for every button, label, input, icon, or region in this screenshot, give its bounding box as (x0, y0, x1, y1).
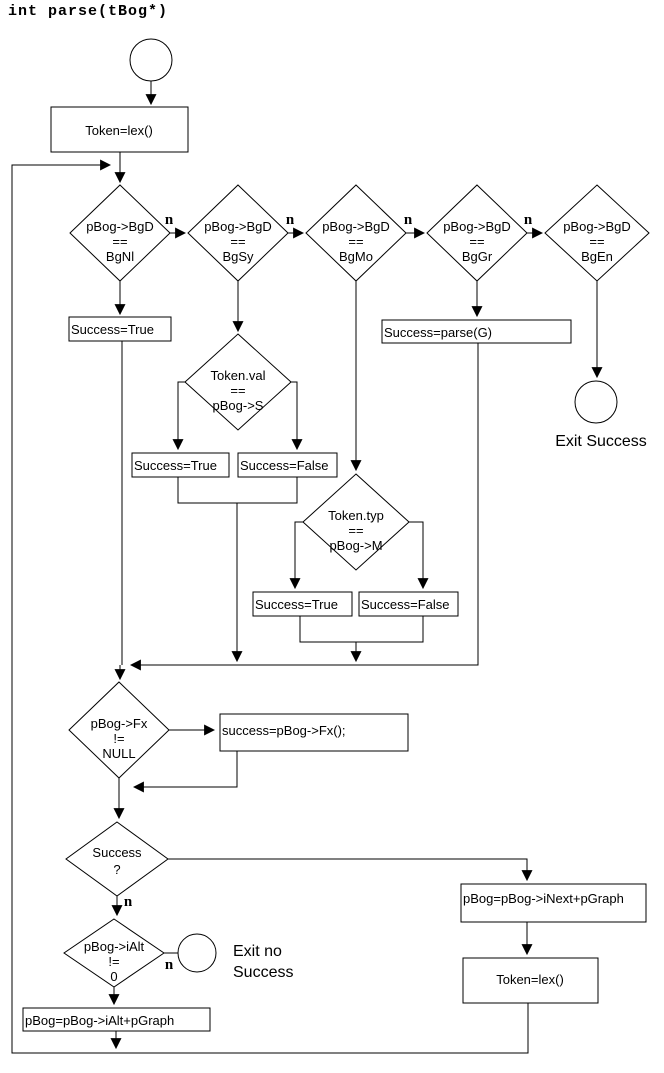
diamond-bgmo-line2: == (348, 234, 363, 249)
diamond-bggr (426, 184, 528, 282)
diamond-bgsy-line1: pBog->BgD (204, 219, 272, 234)
diamond-bggr-line1: pBog->BgD (443, 219, 511, 234)
edge-tokenval-boxes-merge (177, 477, 298, 504)
edge-tokentyp-boxes-merge (299, 616, 424, 643)
exit-no-success-label-line1: Exit no (233, 943, 282, 960)
diamond-bgen-line2: == (589, 234, 604, 249)
diamond-bgsy-line2: == (230, 234, 245, 249)
box-inext-pgraph-label: pBog=pBog->iNext+pGraph (463, 891, 624, 906)
node-labels: pBog->BgD == BgNl pBog->BgD == BgSy pBog… (25, 123, 647, 1028)
diamond-bgsy-line3: BgSy (222, 249, 254, 264)
box-tokentyp-true (252, 591, 353, 617)
diamond-fx-null (68, 681, 170, 779)
diamond-tokenval-line1: Token.val (211, 368, 266, 383)
diamond-fx-line3: NULL (102, 746, 135, 761)
edge-tokentyp-false (409, 521, 429, 590)
box-tokenval-false (237, 452, 338, 478)
diamond-ialt-line3: 0 (110, 969, 117, 984)
diamond-token-typ (302, 473, 410, 571)
box-success-true-bgnl (68, 316, 172, 342)
box-tokentyp-false (358, 591, 459, 617)
edge-loop-back-to-top (11, 159, 529, 1054)
edge-parseg-to-junction (129, 343, 479, 671)
diamond-ialt-line1: pBog->iAlt (84, 939, 145, 954)
diamond-tokenval-line3: pBog->S (213, 398, 264, 413)
branch-label-n-ialt: n (165, 957, 174, 973)
diamond-bgnl (69, 184, 171, 282)
diamond-bgnl-line2: == (112, 234, 127, 249)
diamond-token-val (184, 333, 292, 431)
diamond-bgsy (187, 184, 289, 282)
branch-label-n-bgmo: n (404, 212, 413, 228)
diamond-tokentyp-line1: Token.typ (328, 508, 384, 523)
diamond-bgnl-line1: pBog->BgD (86, 219, 154, 234)
box-tokentyp-true-label: Success=True (255, 597, 338, 612)
box-inext-pgraph (460, 883, 647, 923)
box-token-lex-bottom (462, 957, 599, 1004)
edge-tokenval-false (291, 381, 303, 451)
connectors (11, 81, 603, 1054)
edge-tokenval-true (172, 381, 185, 451)
start-terminal-circle (129, 38, 173, 82)
diamond-success (65, 821, 169, 897)
exit-success-circle (574, 380, 618, 424)
diamond-bgmo-line1: pBog->BgD (322, 219, 390, 234)
box-token-lex-bottom-label: Token=lex() (496, 972, 564, 987)
box-success-fx (219, 713, 409, 752)
branch-label-n-bgsy: n (286, 212, 295, 228)
box-success-parse-g (381, 319, 572, 344)
box-token-lex-top-label: Token=lex() (85, 123, 153, 138)
diamond-bgen-line1: pBog->BgD (563, 219, 631, 234)
box-tokenval-true (131, 452, 230, 478)
diamond-success-line2: ? (113, 862, 120, 877)
box-success-parse-g-label: Success=parse(G) (384, 325, 492, 340)
branch-label-n-bggr: n (524, 212, 533, 228)
diamond-bgmo-line3: BgMo (339, 249, 373, 264)
edge-tokentyp-true (289, 521, 303, 590)
box-ialt-pgraph-label: pBog=pBog->iAlt+pGraph (25, 1013, 174, 1028)
diamond-bgmo (305, 184, 407, 282)
branch-label-n-bgnl: n (165, 212, 174, 228)
box-tokentyp-false-label: Success=False (361, 597, 450, 612)
diamond-bgnl-line3: BgNl (106, 249, 134, 264)
box-ialt-pgraph (22, 1007, 211, 1032)
diamond-fx-line1: pBog->Fx (91, 716, 148, 731)
diamond-tokentyp-line3: pBog->M (329, 538, 382, 553)
edge-fxbox-return (132, 751, 238, 793)
branch-label-n-success: n (124, 894, 133, 910)
box-token-lex-top (50, 106, 189, 153)
exit-no-success-label-line2: Success (233, 964, 293, 981)
diamond-success-line1: Success (92, 845, 142, 860)
node-shapes (22, 38, 650, 1032)
box-success-true-bgnl-label: Success=True (71, 322, 154, 337)
diamond-tokentyp-line2: == (348, 523, 363, 538)
box-tokenval-false-label: Success=False (240, 458, 329, 473)
diamond-bgen-line3: BgEn (581, 249, 613, 264)
edge-successq-yes-to-inext (168, 858, 533, 882)
function-signature-title: int parse(tBog*) (8, 3, 169, 20)
exit-no-success-circle (177, 933, 217, 973)
diamond-ialt-line2: != (108, 954, 119, 969)
diamond-fx-line2: != (113, 731, 124, 746)
exit-success-label: Exit Success (555, 433, 647, 450)
diamond-tokenval-line2: == (230, 383, 245, 398)
diamond-bgen (544, 184, 650, 282)
diamond-bggr-line3: BgGr (462, 249, 493, 264)
box-success-fx-label: success=pBog->Fx(); (222, 723, 346, 738)
diamond-bggr-line2: == (469, 234, 484, 249)
box-tokenval-true-label: Success=True (134, 458, 217, 473)
diamond-ialt-zero (63, 918, 165, 988)
